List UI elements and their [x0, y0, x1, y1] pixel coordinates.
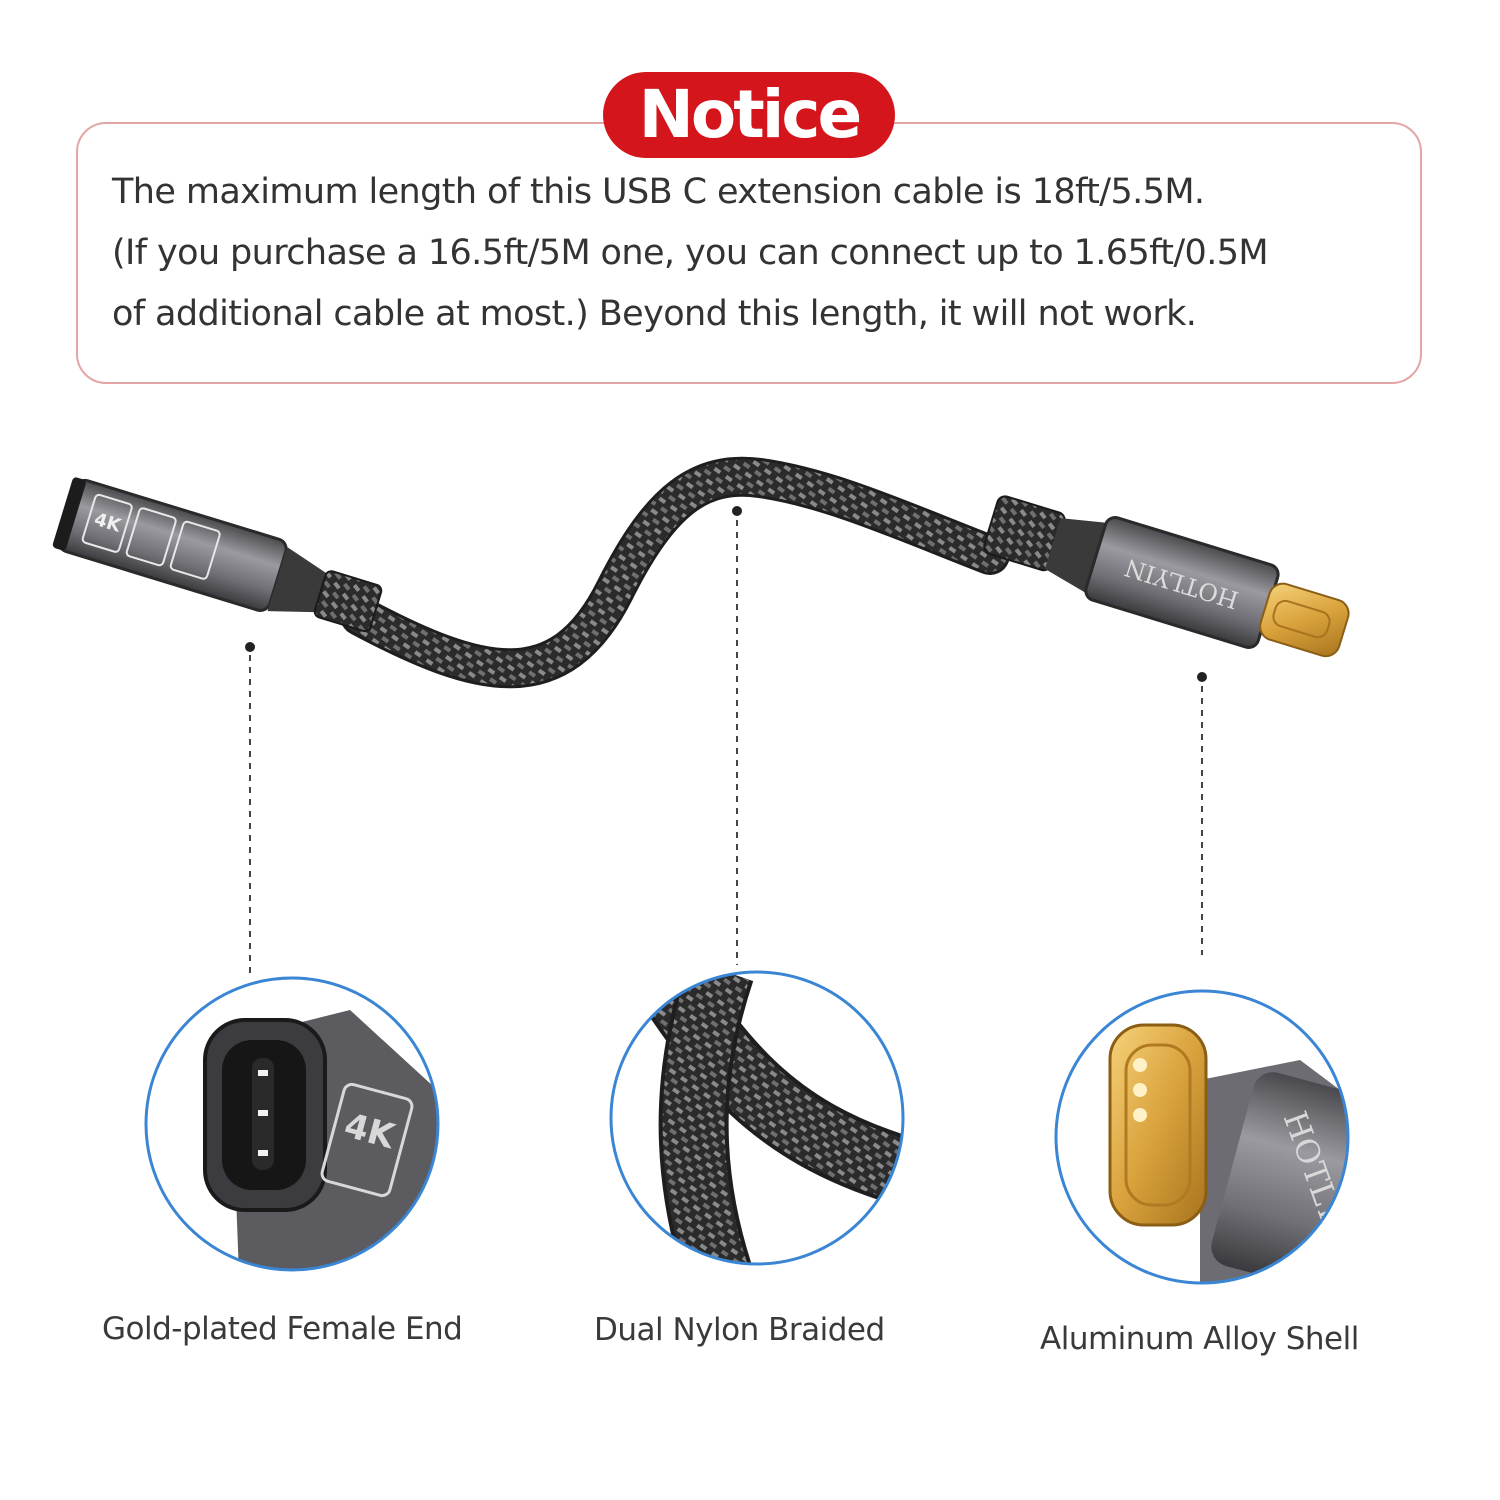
- detail-circle-female-end: 4K: [144, 976, 440, 1272]
- notice-title-badge: Notice: [603, 72, 895, 158]
- notice-line-2: (If you purchase a 16.5ft/5M one, you ca…: [112, 233, 1269, 273]
- notice-line-3: of additional cable at most.) Beyond thi…: [112, 294, 1197, 334]
- leader-lines: [245, 506, 1207, 975]
- braided-cable: [340, 456, 1010, 689]
- feature-label-aluminum-shell: Aluminum Alloy Shell: [1040, 1321, 1359, 1357]
- notice-line-1: The maximum length of this USB C extensi…: [112, 172, 1205, 212]
- detail-circle-braided: [609, 970, 905, 1266]
- feature-label-braided: Dual Nylon Braided: [594, 1312, 885, 1348]
- detail-circle-aluminum-shell: HOTLYIN: [1054, 989, 1350, 1285]
- female-connector: 4K: [52, 477, 383, 633]
- male-connector: HOTLYIN: [983, 495, 1350, 658]
- feature-label-female-end: Gold-plated Female End: [102, 1311, 463, 1347]
- notice-text: The maximum length of this USB C extensi…: [112, 162, 1402, 345]
